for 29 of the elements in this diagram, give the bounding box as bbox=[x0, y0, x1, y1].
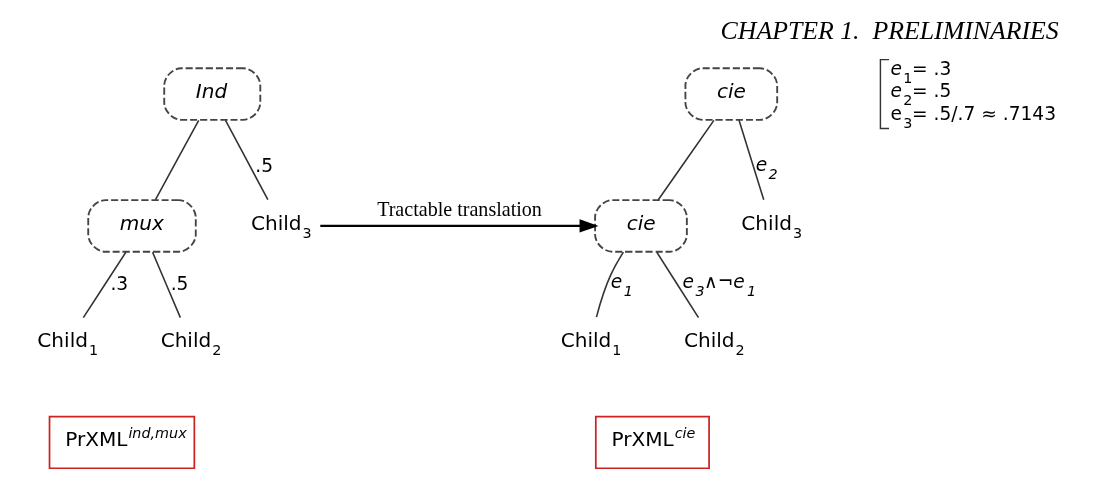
connector bbox=[595, 251, 624, 318]
edge-label: .5 bbox=[170, 272, 188, 294]
edge-label: e$_{2}$ bbox=[755, 153, 778, 182]
connector bbox=[655, 251, 699, 319]
diagram-title: CHAPTER 1. PRELIMINARIES bbox=[720, 15, 1059, 45]
edge-label: e$_{3}$∧¬e$_{1}$ bbox=[682, 271, 756, 300]
connector bbox=[657, 119, 715, 201]
node-text: Child$_{2}$ bbox=[160, 328, 221, 359]
node-text: Child$_{3}$ bbox=[740, 210, 802, 241]
edge-label: Tractable translation bbox=[376, 198, 542, 221]
connector bbox=[737, 119, 764, 201]
edge-label: .5 bbox=[254, 155, 273, 177]
node-text: Child$_{2}$ bbox=[683, 328, 745, 359]
edge-label: e$_{1}$ bbox=[610, 271, 633, 300]
node-text: Child$_{3}$ bbox=[250, 210, 312, 241]
node-text: Child$_{1}$ bbox=[36, 328, 98, 359]
node-text: Child$_{1}$ bbox=[560, 328, 621, 359]
connector bbox=[224, 119, 269, 201]
node-box: mux bbox=[86, 199, 197, 253]
node-box: cie bbox=[684, 67, 778, 121]
edge-label: .3 bbox=[109, 272, 128, 294]
node-box: PrXML$^{ind,mux}$ bbox=[48, 415, 195, 470]
node-box: PrXML$^{cie}$ bbox=[594, 415, 710, 470]
node-box: cie bbox=[593, 199, 688, 253]
connector bbox=[154, 119, 199, 201]
arrow bbox=[319, 219, 598, 233]
node-box: Ind bbox=[162, 67, 261, 121]
connector bbox=[82, 251, 127, 319]
connector bbox=[151, 251, 181, 319]
